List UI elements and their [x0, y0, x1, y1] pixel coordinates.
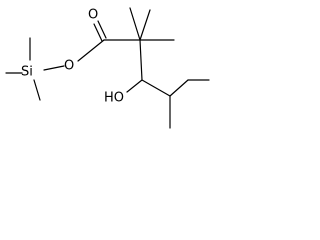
- carbonyl-double-bond-2: [97, 20, 107, 39]
- ch-ethyl-bond: [169, 79, 189, 97]
- carbonyl-double-bond-1: [93, 23, 103, 42]
- si-methyl-bond-down: [33, 79, 41, 101]
- bond-lines: [5, 7, 210, 129]
- c-oh-bond: [126, 79, 143, 93]
- methyl-bond-upper-left: [129, 7, 141, 41]
- methyl-bond-upper-right: [139, 9, 151, 41]
- hydroxyl-label: HO: [104, 91, 124, 106]
- skeletal-structure-diagram: O O Si HO: [5, 7, 210, 129]
- carbonyl-oxygen-label: O: [88, 8, 98, 23]
- silicon-label: Si: [21, 65, 33, 80]
- ester-oxygen-label: O: [64, 59, 74, 74]
- choh-ch-bond: [141, 79, 171, 97]
- ester-c-o-bond: [77, 39, 105, 62]
- quaternary-choh-bond: [139, 39, 143, 81]
- atom-labels: O O Si HO: [21, 8, 124, 106]
- o-si-bond: [43, 65, 65, 71]
